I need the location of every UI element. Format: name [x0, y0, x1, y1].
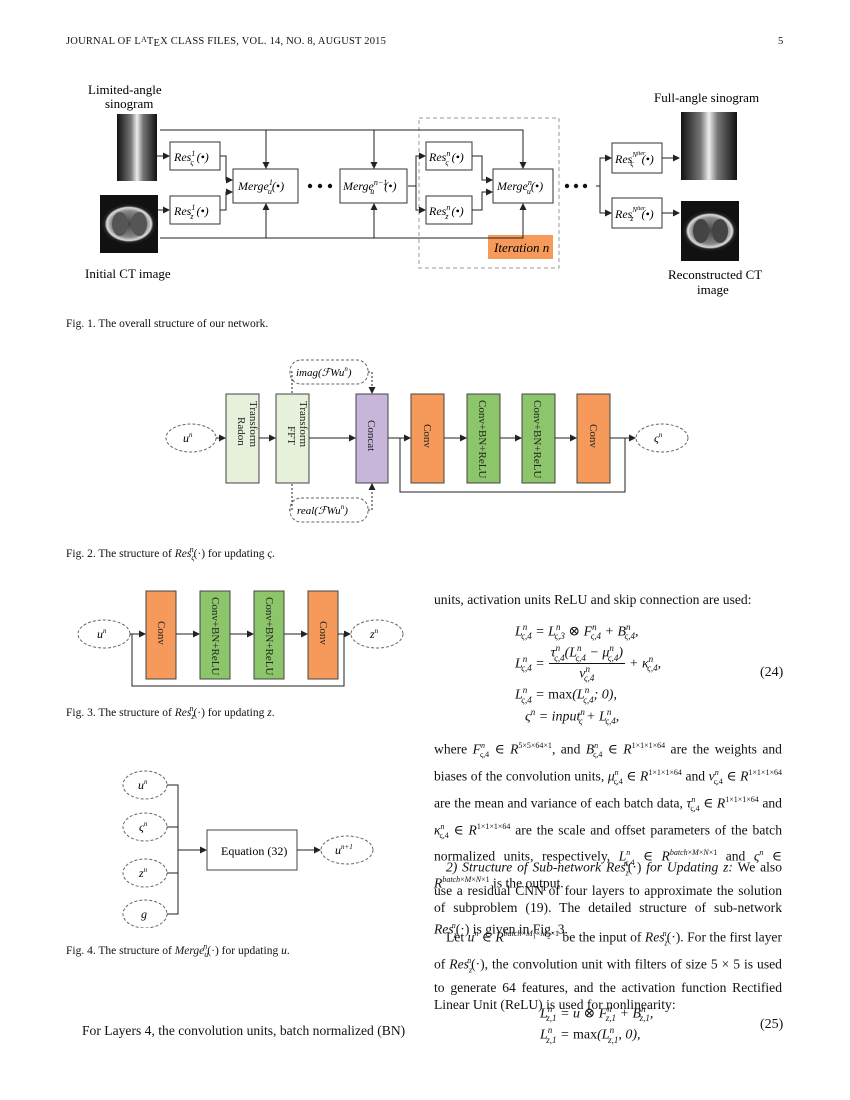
- equation-25: Lnz,1 = u ⊗ Fnz,1 + Bnz,1, Lnz,1 = max(L…: [540, 1004, 654, 1045]
- svg-text:zn: zn: [138, 866, 148, 880]
- limited-label-2: sinogram: [105, 96, 153, 111]
- svg-text:un: un: [183, 431, 193, 445]
- svg-text:Conv+BN+ReLU: Conv+BN+ReLU: [531, 400, 543, 478]
- svg-text:Transform: Transform: [247, 401, 259, 447]
- recon-label-2: image: [697, 282, 729, 297]
- z-output-node: [350, 619, 404, 649]
- svg-text:Conv+BN+ReLU: Conv+BN+ReLU: [263, 597, 275, 675]
- merge-n-1-box: [339, 168, 408, 204]
- eq24-number: (24): [760, 665, 784, 680]
- right-para-1: where Fnς,4 ∈ R5×5×64×1, and Bnς,4 ∈ R1×…: [434, 741, 782, 891]
- svg-text:ςn: ςn: [139, 820, 148, 834]
- real-label: real(ℱWun): [297, 503, 348, 517]
- equation-label: Equation (32): [221, 844, 287, 858]
- iteration-label: Iteration n: [493, 240, 549, 255]
- figure-2: un ςn imag(ℱWun) real(ℱWun) Radon Transf…: [165, 359, 689, 523]
- right-para-3: Let un ∈ Rbatch×M1×M2×1 be the input of …: [434, 929, 782, 1013]
- fig2-caption: Fig. 2. The structure of Resςn(·) for up…: [66, 545, 275, 563]
- conv-block-2: [576, 393, 611, 484]
- fig1-caption: Fig. 1. The overall structure of our net…: [66, 318, 269, 330]
- svg-text:un: un: [97, 627, 107, 641]
- convbn-block-1: [199, 590, 231, 680]
- full-sinogram-image: [681, 112, 737, 180]
- res-z-n-box: [425, 195, 473, 225]
- res-s-1-box: [169, 141, 221, 171]
- convbn-block-2: [253, 590, 285, 680]
- conv-block-2: [307, 590, 339, 680]
- limited-label-1: Limited-angle: [88, 82, 162, 97]
- figure-4: un ςn zn g un+1 Equation (32): [122, 770, 374, 928]
- recon-label-1: Reconstructed CT: [668, 267, 762, 282]
- page-number: 5: [778, 36, 784, 47]
- sigma-output-node: [635, 423, 689, 453]
- fig4-caption: Fig. 4. The structure of Mergeun(·) for …: [66, 942, 290, 960]
- right-intro: units, activation units ReLU and skip co…: [434, 592, 752, 607]
- right-para-2: 2) Structure of Sub-network Reszn(·) for…: [434, 859, 782, 940]
- svg-text:FFT: FFT: [285, 426, 297, 445]
- g-label: g: [141, 907, 147, 921]
- imag-node: [289, 359, 369, 385]
- res-s-n-box: [425, 141, 473, 171]
- svg-text:Concat: Concat: [365, 420, 377, 451]
- svg-text:Transform: Transform: [297, 401, 309, 447]
- svg-text:Conv: Conv: [421, 424, 433, 448]
- merge-n-box: [492, 168, 554, 204]
- running-header: JOURNAL OF LATEX CLASS FILES, VOL. 14, N…: [66, 35, 387, 49]
- svg-text:Conv: Conv: [155, 621, 167, 645]
- eq25-number: (25): [760, 1017, 784, 1032]
- figure-3: un zn Conv Conv+BN+ReLU Conv+BN+ReLU Con…: [77, 590, 404, 687]
- res-z-N-box: [611, 197, 663, 229]
- left-column-text: For Layers 4, the convolution units, bat…: [82, 1023, 406, 1038]
- svg-text:ςn: ςn: [654, 431, 663, 445]
- svg-text:Conv+BN+ReLU: Conv+BN+ReLU: [476, 400, 488, 478]
- svg-text:Conv: Conv: [317, 621, 329, 645]
- svg-text:zn: zn: [369, 627, 379, 641]
- fig3-caption: Fig. 3. The structure of Reszn(·) for up…: [66, 704, 275, 722]
- iteration-frame: [418, 117, 560, 269]
- conv-block-1: [410, 393, 445, 484]
- u-next-node: [320, 835, 374, 865]
- merge-1-box: [232, 168, 299, 204]
- full-label: Full-angle sinogram: [654, 90, 759, 105]
- svg-text:Radon: Radon: [235, 417, 247, 446]
- radon-block: [225, 393, 260, 484]
- initial-label: Initial CT image: [85, 266, 171, 281]
- conv-block-1: [145, 590, 177, 680]
- res-s-N-box: [611, 142, 663, 174]
- equation-24: Lnς,4 = Lnς,3 ⊗ Fnς,4 + Bnς,4, Lnς,4 = τ…: [515, 622, 662, 727]
- iteration-badge: [488, 235, 553, 259]
- imag-label: imag(ℱWun): [296, 365, 352, 379]
- svg-text:Conv+BN+ReLU: Conv+BN+ReLU: [209, 597, 221, 675]
- svg-text:Conv: Conv: [587, 424, 599, 448]
- limited-sinogram-image: [117, 114, 157, 181]
- concat-block: [355, 393, 389, 484]
- svg-text:un: un: [138, 778, 148, 792]
- figure-1: Limited-angle sinogram Full-angle sinogr…: [85, 82, 762, 297]
